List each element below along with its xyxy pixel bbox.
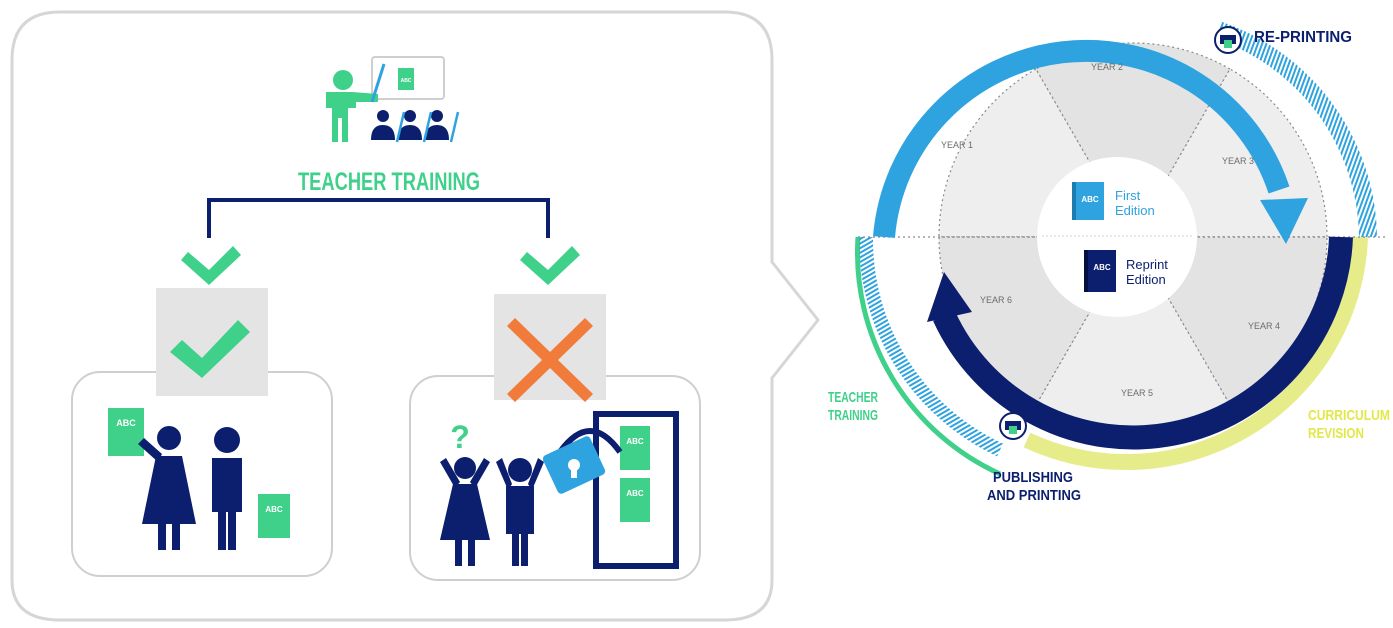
year-3-label: YEAR 3 <box>1222 156 1254 166</box>
publishing-label-1: PUBLISHING <box>993 469 1073 486</box>
reprint-cycle-arrowhead <box>927 272 972 322</box>
teacher-training-label-2: TRAINING <box>828 407 878 424</box>
first-edition-line1: First <box>1115 188 1141 203</box>
chevron-right-icon <box>520 246 580 285</box>
outcome-failure: ? ABC ABC <box>409 294 701 581</box>
re-printing-label: RE-PRINTING <box>1254 29 1352 46</box>
year-2-label: YEAR 2 <box>1091 62 1123 72</box>
teacher-training-label-1: TEACHER <box>828 389 878 406</box>
branch-connector <box>207 198 550 238</box>
teacher-training-band <box>855 236 1002 477</box>
board-book-label: ABC <box>401 78 412 84</box>
curriculum-revision-band <box>1023 236 1368 471</box>
publishing-printer-icon <box>999 412 1027 440</box>
book-label-2: ABC <box>265 505 283 514</box>
teacher-icon: ABC <box>326 56 460 143</box>
cycle-diagram: ABC First Edition ABC Reprint Edition YE… <box>828 21 1390 504</box>
curriculum-label-1: CURRICULUM <box>1308 407 1390 424</box>
reprint-edition-line1: Reprint <box>1126 257 1168 272</box>
first-edition-item: ABC First Edition <box>1072 182 1155 220</box>
first-cycle-arc <box>873 39 1290 238</box>
chevron-left-icon <box>181 246 241 285</box>
teacher-training-title: TEACHER TRAINING <box>298 168 480 196</box>
first-edition-line2: Edition <box>1115 203 1155 218</box>
book-label-4: ABC <box>626 489 644 498</box>
year-1-label: YEAR 1 <box>941 140 973 150</box>
reprint-cycle-arc <box>933 236 1353 450</box>
curriculum-label-2: REVISION <box>1308 425 1364 442</box>
publishing-label-2: AND PRINTING <box>987 487 1081 504</box>
publishing-hatch <box>858 236 1003 457</box>
year-6-label: YEAR 6 <box>980 295 1012 305</box>
cycle-center <box>1037 157 1197 317</box>
re-printing-printer-icon <box>1214 26 1242 54</box>
first-edition-badge: ABC <box>1081 195 1099 204</box>
padlock-icon <box>557 428 623 454</box>
book-label-1: ABC <box>116 418 136 428</box>
re-printing-hatch <box>1215 21 1377 238</box>
students-locked-out-icon: ? ABC ABC <box>440 411 679 569</box>
book-label-3: ABC <box>626 437 644 446</box>
left-panel: ABC TEACHER TRAINING <box>10 10 820 622</box>
reprint-edition-line2: Edition <box>1126 272 1166 287</box>
svg-text:?: ? <box>450 419 470 455</box>
check-icon <box>170 320 250 378</box>
cross-icon <box>507 318 593 402</box>
year-5-label: YEAR 5 <box>1121 388 1153 398</box>
outcome-success: ABC ABC <box>71 288 333 577</box>
reprint-edition-item: ABC Reprint Edition <box>1084 250 1168 292</box>
students-reading-icon: ABC ABC <box>108 408 290 550</box>
first-cycle-arrowhead <box>1260 198 1308 244</box>
reprint-edition-badge: ABC <box>1093 263 1111 272</box>
year-4-label: YEAR 4 <box>1248 321 1280 331</box>
